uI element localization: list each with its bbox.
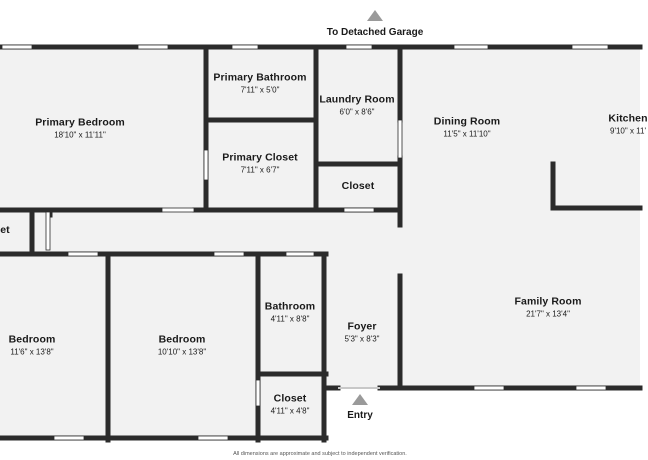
window (571, 44, 609, 50)
room-name: Bedroom (158, 333, 206, 346)
room-dimensions: 4'11" x 4'8" (270, 406, 310, 416)
room-dimensions: 6'0" x 8'6" (339, 107, 375, 117)
room-family: Family Room 21'7" x 13'4" (514, 295, 581, 318)
room-dimensions: 7'11" x 6'7" (240, 165, 280, 175)
room-dimensions: 5'3" x 8'3" (344, 334, 380, 344)
room-dimensions: 7'11" x 5'0" (240, 85, 280, 95)
room-closet-bottom: Closet 4'11" x 4'8" (271, 392, 310, 415)
room-name: Primary Bedroom (35, 116, 125, 129)
window (53, 435, 85, 441)
laundry-room-fill (314, 48, 400, 164)
window (345, 44, 373, 50)
window (67, 251, 99, 257)
room-name: Primary Bathroom (213, 71, 307, 84)
room-primary-closet: Primary Closet 7'11" x 6'7" (222, 151, 298, 174)
primary-bathroom-fill (204, 48, 314, 120)
small-closet-fill (314, 164, 400, 210)
room-name: Closet (341, 179, 375, 192)
room-dimensions: 11'5" x 11'10" (443, 129, 491, 139)
room-closet-small: Closet (342, 180, 375, 192)
room-primary-bathroom: Primary Bathroom 7'11" x 5'0" (213, 71, 306, 94)
room-bathroom: Bathroom 4'11" x 8'8" (265, 300, 315, 323)
room-dimensions: 4'11" x 8'8" (270, 314, 310, 324)
room-foyer: Foyer 5'3" x 8'3" (345, 320, 380, 343)
room-name: Laundry Room (319, 93, 395, 106)
window (575, 385, 607, 391)
room-kitchen: Kitchen 9'10" x 11' (608, 112, 647, 135)
window (397, 119, 403, 159)
room-dimensions: 9'10" x 11' (610, 126, 646, 136)
window (453, 44, 489, 50)
entry-direction-arrow-icon (352, 394, 368, 405)
room-name: Closet (273, 392, 307, 405)
hallway-fill (0, 210, 400, 254)
closet-bottom-fill (256, 374, 322, 438)
room-name: Bedroom (8, 333, 56, 346)
window (473, 385, 505, 391)
bedroom-center-fill (108, 254, 256, 438)
room-dimensions: 18'10" x 11'11" (54, 130, 106, 140)
room-name: Bathroom (264, 300, 316, 313)
bathroom-fill (256, 254, 322, 374)
room-name: Kitchen (608, 112, 648, 125)
window (343, 207, 375, 213)
foyer-fill (322, 254, 400, 388)
window (285, 251, 315, 257)
dining-kitchen-fill (400, 48, 640, 208)
window (197, 435, 229, 441)
primary-closet-fill (204, 120, 314, 210)
room-dimensions: 10'10" x 13'8" (157, 347, 207, 357)
room-laundry: Laundry Room 6'0" x 8'6" (319, 93, 394, 116)
room-dining: Dining Room 11'5" x 11'10" (434, 115, 500, 138)
window (161, 207, 195, 213)
room-name: Foyer (347, 320, 377, 333)
room-bedroom-center: Bedroom 10'10" x 13'8" (158, 333, 206, 356)
window (45, 211, 51, 251)
primary-bedroom-fill (0, 48, 204, 210)
room-name: Dining Room (433, 115, 501, 128)
window (203, 149, 209, 181)
room-dimensions: 21'7" x 13'4" (526, 309, 570, 319)
window (213, 251, 245, 257)
window (231, 44, 259, 50)
windows (1, 44, 609, 441)
disclaimer-note: All dimensions are approximate and subje… (233, 451, 407, 457)
room-dimensions: 11'6" x 13'8" (10, 347, 54, 357)
room-bedroom-left: Bedroom 11'6" x 13'8" (9, 333, 56, 356)
entry-label: Entry (347, 410, 373, 421)
window (137, 44, 169, 50)
room-fills (0, 48, 640, 438)
garage-label: To Detached Garage (326, 27, 424, 38)
room-partial-left: et (0, 224, 10, 236)
room-primary-bedroom: Primary Bedroom 18'10" x 11'11" (35, 116, 125, 139)
room-name: Family Room (514, 295, 582, 308)
window (255, 379, 261, 407)
room-name: Primary Closet (222, 151, 298, 164)
family-room-fill (400, 208, 640, 388)
garage-direction-arrow-icon (367, 10, 383, 21)
walls (0, 44, 643, 443)
bedroom-left-fill (0, 254, 108, 438)
room-name: et (0, 223, 10, 236)
window (1, 44, 33, 50)
